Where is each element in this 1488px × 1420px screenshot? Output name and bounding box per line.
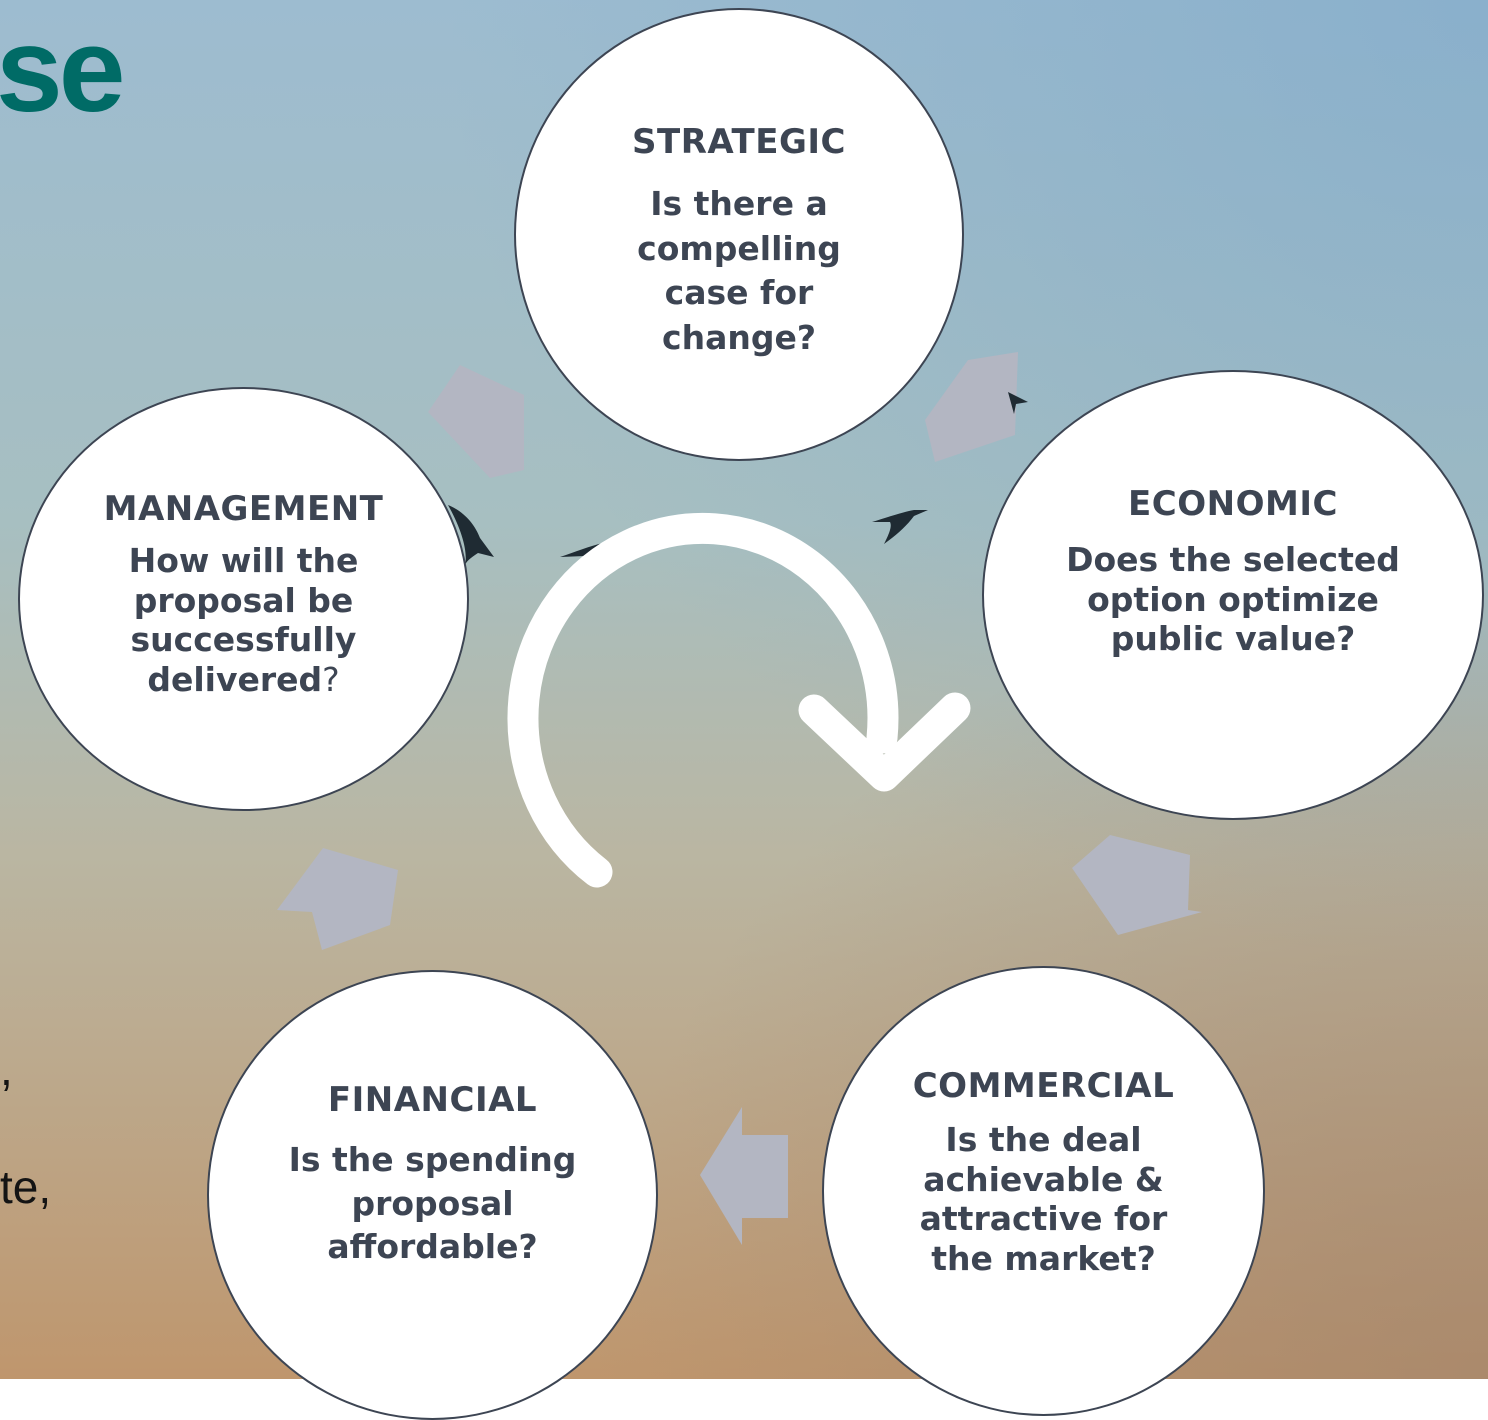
- node-economic: ECONOMIC Does the selected option optimi…: [982, 370, 1484, 820]
- node-question: How will the proposal be successfully de…: [94, 541, 394, 699]
- node-question: Is the spending proposal affordable?: [288, 1140, 577, 1267]
- node-heading: STRATEGIC: [632, 122, 846, 162]
- node-question: Does the selected option optimize public…: [1066, 540, 1400, 659]
- node-heading: ECONOMIC: [1128, 484, 1338, 524]
- node-question: Is there a compelling case for change?: [637, 184, 841, 357]
- body-text-fragment: ,: [0, 1043, 13, 1095]
- slide-title-fragment: se: [0, 3, 125, 137]
- node-management: MANAGEMENT How will the proposal be succ…: [18, 387, 469, 811]
- node-strategic: STRATEGIC Is there a compelling case for…: [514, 8, 964, 461]
- bird-icon: [1008, 392, 1028, 414]
- flow-arrow-icon: [700, 1107, 788, 1245]
- bird-icon: [448, 505, 494, 565]
- node-heading: COMMERCIAL: [912, 1066, 1175, 1106]
- node-question-bold: How will the proposal be successfully de…: [128, 541, 359, 699]
- bird-icon: [872, 510, 928, 544]
- flow-arrow-icon: [428, 365, 524, 478]
- node-commercial: COMMERCIAL Is the deal achievable & attr…: [822, 966, 1265, 1416]
- clockwise-cycle-arrow-icon: [507, 512, 971, 888]
- body-text-fragment: te,: [0, 1161, 52, 1213]
- node-heading: MANAGEMENT: [103, 489, 384, 529]
- flow-arrow-icon: [1072, 835, 1202, 935]
- flow-arrow-icon: [925, 352, 1018, 462]
- node-heading: FINANCIAL: [327, 1080, 538, 1120]
- flow-arrows: [277, 352, 1202, 1245]
- flow-arrow-icon: [277, 848, 398, 950]
- node-question-mark: ?: [322, 659, 340, 699]
- node-question: Is the deal achievable & attractive for …: [919, 1120, 1168, 1278]
- node-financial: FINANCIAL Is the spending proposal affor…: [207, 970, 658, 1420]
